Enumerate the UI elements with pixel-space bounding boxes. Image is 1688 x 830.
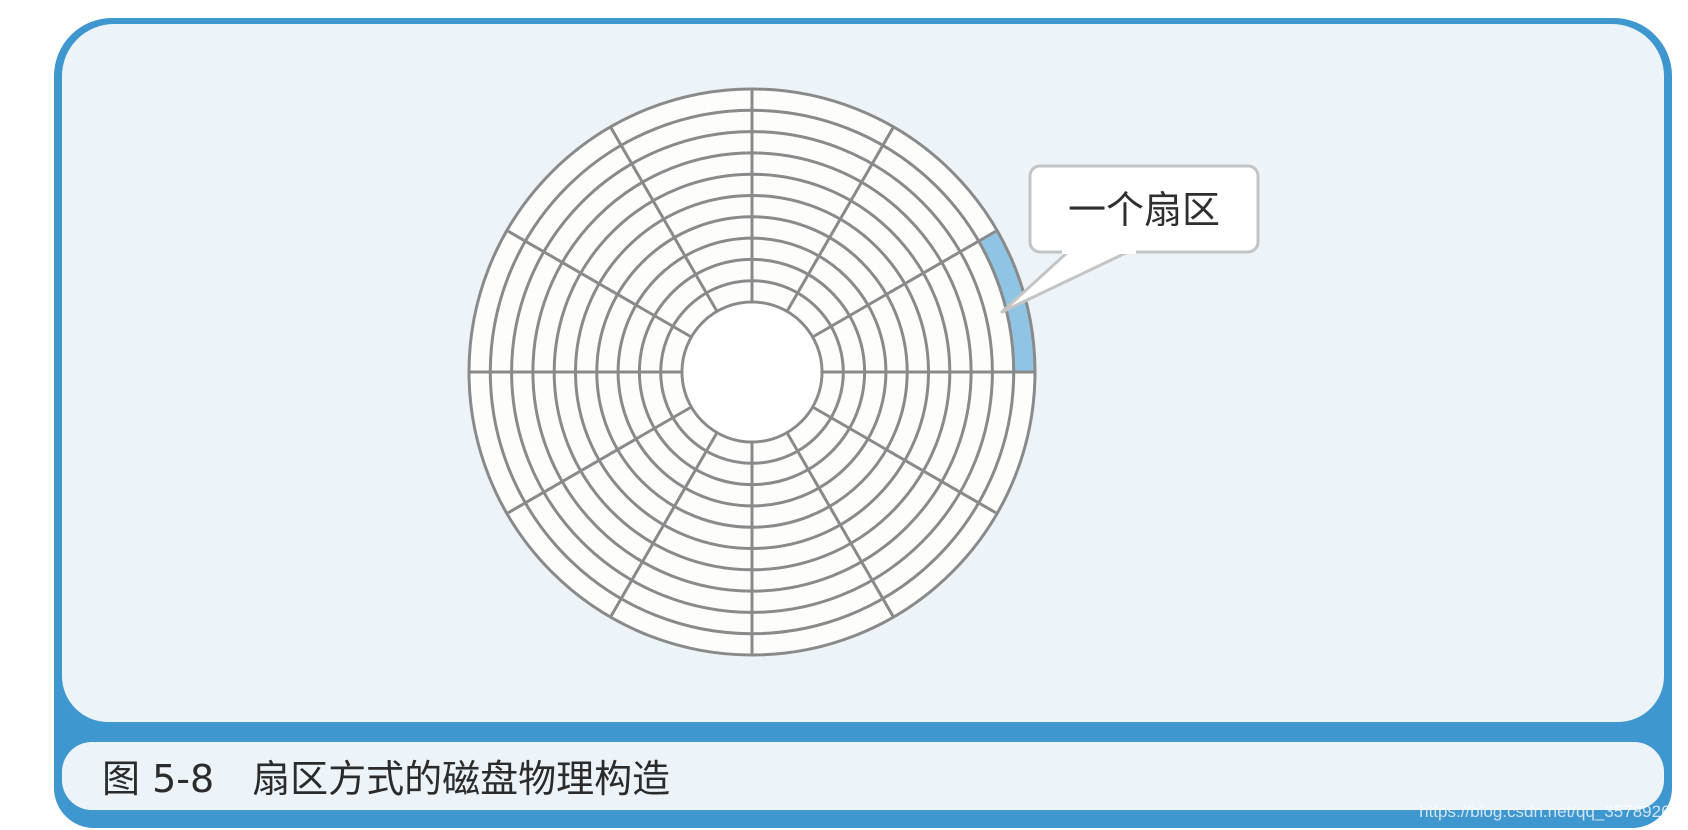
callout-box <box>1028 164 1260 254</box>
sector-divider <box>609 126 719 313</box>
sector-divider <box>785 431 895 618</box>
sector-divider <box>811 405 998 515</box>
spindle-hub <box>683 303 821 441</box>
figure-caption: 图 5-8 扇区方式的磁盘物理构造 <box>102 757 671 801</box>
watermark: https://blog.csdn.net/qq_35789269 <box>1419 802 1680 821</box>
sector-divider <box>506 405 693 515</box>
sector-divider <box>506 229 693 339</box>
sector-divider <box>811 229 998 339</box>
caption-bar <box>62 742 1664 810</box>
sector-callout: 一个扇区 <box>1000 164 1260 314</box>
disk-platter <box>467 87 1037 657</box>
callout-pointer <box>1000 248 1133 314</box>
sector-divider <box>609 431 719 618</box>
sector-divider <box>785 126 895 313</box>
callout-joint <box>1062 244 1136 254</box>
callout-label: 一个扇区 <box>1068 188 1220 232</box>
